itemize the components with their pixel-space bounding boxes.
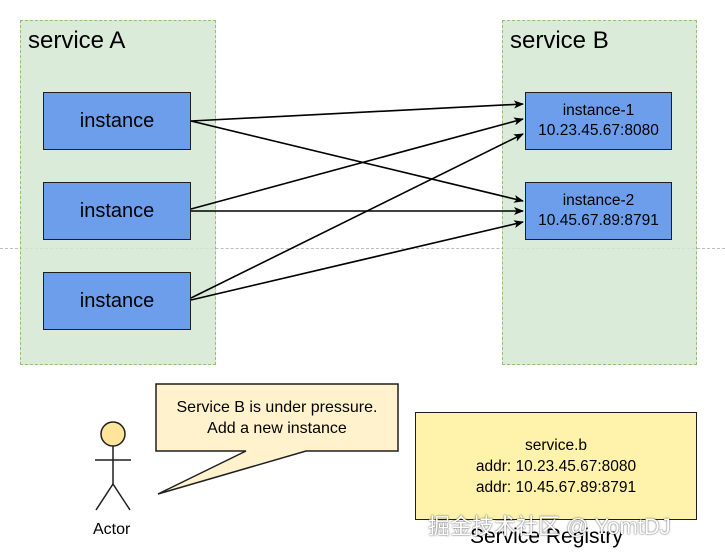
registry-addr-1: addr: 10.23.45.67:8080	[475, 457, 637, 475]
callout-line-1: Service B is under pressure.	[176, 399, 378, 416]
instance-name: instance-2	[562, 192, 635, 209]
watermark: 掘金技术社区 @ YomtDJ	[428, 514, 671, 539]
horizontal-divider	[0, 248, 725, 249]
service-b-instance-1[interactable]: instance-1 10.23.45.67:8080	[525, 92, 672, 150]
service-b-instance-2[interactable]: instance-2 10.45.67.89:8791	[525, 182, 672, 240]
registry-label: Service Registry	[470, 525, 623, 548]
service-b-title: service B	[510, 27, 609, 54]
service-a-instance-label: instance	[79, 109, 155, 132]
registry-service-name: service.b	[524, 436, 588, 454]
service-registry-box[interactable]: service.b addr: 10.23.45.67:8080 addr: 1…	[415, 412, 697, 520]
actor-icon	[95, 421, 131, 511]
service-a-instance-2[interactable]: instance	[43, 182, 191, 240]
callout-bubble	[155, 383, 399, 495]
connection-arrow	[190, 117, 524, 210]
connection-arrow	[190, 120, 524, 203]
registry-addr-2: addr: 10.45.67.89:8791	[475, 478, 637, 496]
connection-arrow	[190, 133, 524, 299]
instance-address: 10.23.45.67:8080	[538, 122, 659, 139]
instance-name: instance-1	[562, 102, 635, 119]
service-a-instance-label: instance	[79, 199, 155, 222]
instance-address: 10.45.67.89:8791	[538, 212, 659, 229]
service-a-title: service A	[28, 27, 126, 54]
callout-text: Service B is under pressure. Add a new i…	[156, 397, 398, 439]
connection-arrow	[190, 220, 524, 301]
connection-arrow	[190, 100, 524, 122]
service-a-instance-3[interactable]: instance	[43, 272, 191, 330]
service-a-instance-1[interactable]: instance	[43, 92, 191, 150]
callout-line-2: Add a new instance	[207, 420, 347, 437]
actor-label: Actor	[93, 521, 131, 538]
service-a-instance-label: instance	[79, 289, 155, 312]
